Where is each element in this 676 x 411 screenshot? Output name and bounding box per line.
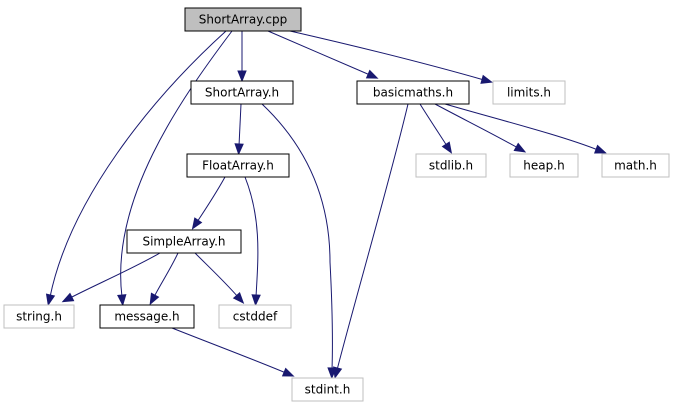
edge-simplearray-h-to-message-h <box>149 252 179 306</box>
node-floatarray-h[interactable]: FloatArray.h <box>186 153 290 178</box>
edge-shortarray-cpp-to-shortarray-h-arrowhead <box>237 70 247 83</box>
edge-simplearray-h-to-cstddef-arrowhead <box>232 291 245 304</box>
edge-floatarray-h-to-cstddef <box>244 176 261 307</box>
node-simplearray-h-box <box>126 229 242 254</box>
node-stdlib-h-label: stdlib.h <box>429 159 473 173</box>
node-stdlib-h[interactable]: stdlib.h <box>415 153 487 178</box>
node-string-h-box <box>3 304 75 329</box>
edge-shortarray-cpp-to-string-h <box>45 30 227 307</box>
node-cstddef-label: cstddef <box>233 310 278 324</box>
node-math-h-label: math.h <box>614 159 657 173</box>
edge-basicmaths-h-to-heap-h <box>434 103 527 153</box>
node-stdint-h-box <box>291 377 364 402</box>
node-cstddef[interactable]: cstddef <box>218 304 292 329</box>
edge-basicmaths-h-to-heap-h-line <box>434 103 519 149</box>
node-cstddef-box <box>218 304 292 329</box>
node-shortarray-h-box <box>190 80 294 105</box>
edge-floatarray-h-to-simplearray-h-arrowhead <box>191 217 203 230</box>
edge-basicmaths-h-to-stdlib-h-line <box>419 103 448 147</box>
edge-message-h-to-stdint-h-line <box>171 327 287 374</box>
edge-message-h-to-stdint-h <box>171 327 295 377</box>
edge-shortarray-cpp-to-limits-h-arrowhead <box>480 74 493 84</box>
edge-basicmaths-h-to-math-h <box>444 103 607 154</box>
edge-floatarray-h-to-simplearray-h-line <box>196 176 226 223</box>
edge-basicmaths-h-to-stdint-h <box>333 103 409 380</box>
edge-simplearray-h-to-message-h-arrowhead <box>149 292 160 306</box>
edge-basicmaths-h-to-math-h-arrowhead <box>593 144 607 154</box>
node-simplearray-h-label: SimpleArray.h <box>142 235 225 249</box>
edge-shortarray-h-to-stdint-h-line <box>261 103 333 371</box>
edge-shortarray-cpp-to-limits-h <box>289 30 493 84</box>
edge-shortarray-cpp-to-basicmaths-h-arrowhead <box>365 69 379 79</box>
edge-simplearray-h-to-string-h-line <box>69 252 161 299</box>
node-string-h[interactable]: string.h <box>3 304 75 329</box>
node-message-h[interactable]: message.h <box>99 304 195 329</box>
edge-basicmaths-h-to-stdlib-h-arrowhead <box>441 141 453 154</box>
node-message-h-box <box>99 304 195 329</box>
node-shortarray-cpp-label: ShortArray.cpp <box>199 13 287 27</box>
node-shortarray-h[interactable]: ShortArray.h <box>190 80 294 105</box>
edge-simplearray-h-to-cstddef-line <box>194 252 239 298</box>
node-shortarray-cpp-box <box>184 7 302 32</box>
edge-shortarray-h-to-floatarray-h-arrowhead <box>234 143 244 156</box>
edge-basicmaths-h-to-heap-h-arrowhead <box>513 142 527 153</box>
edges-layer <box>45 30 607 380</box>
node-heap-h[interactable]: heap.h <box>509 153 579 178</box>
edge-shortarray-cpp-to-basicmaths-h-line <box>267 30 371 76</box>
edge-simplearray-h-to-string-h <box>61 252 161 303</box>
edge-simplearray-h-to-cstddef <box>194 252 245 304</box>
node-floatarray-h-label: FloatArray.h <box>202 159 274 173</box>
edge-shortarray-h-to-floatarray-h <box>234 103 244 156</box>
edge-shortarray-h-to-floatarray-h-line <box>238 103 242 147</box>
node-heap-h-label: heap.h <box>523 159 564 173</box>
edge-shortarray-cpp-to-basicmaths-h <box>267 30 379 79</box>
node-math-h-box <box>601 153 670 178</box>
edge-floatarray-h-to-cstddef-arrowhead <box>251 294 261 307</box>
node-simplearray-h[interactable]: SimpleArray.h <box>126 229 242 254</box>
node-stdlib-h-box <box>415 153 487 178</box>
edge-shortarray-cpp-to-message-h <box>117 30 233 307</box>
node-shortarray-h-label: ShortArray.h <box>205 86 279 100</box>
node-math-h[interactable]: math.h <box>601 153 670 178</box>
edge-simplearray-h-to-message-h-line <box>153 252 179 298</box>
edge-basicmaths-h-to-stdlib-h <box>419 103 453 154</box>
edge-simplearray-h-to-string-h-arrowhead <box>61 292 75 303</box>
node-floatarray-h-box <box>186 153 290 178</box>
edge-basicmaths-h-to-stdint-h-line <box>336 103 409 371</box>
edge-basicmaths-h-to-math-h-line <box>444 103 599 151</box>
edge-shortarray-cpp-to-string-h-arrowhead <box>45 293 56 307</box>
node-limits-h-box <box>492 80 566 105</box>
edge-floatarray-h-to-simplearray-h <box>191 176 226 230</box>
edge-shortarray-cpp-to-limits-h-line <box>289 30 485 81</box>
node-limits-h-label: limits.h <box>507 86 551 100</box>
node-basicmaths-h-box <box>356 80 470 105</box>
node-stdint-h[interactable]: stdint.h <box>291 377 364 402</box>
node-basicmaths-h[interactable]: basicmaths.h <box>356 80 470 105</box>
node-shortarray-cpp[interactable]: ShortArray.cpp <box>184 7 302 32</box>
edge-shortarray-h-to-stdint-h <box>261 103 337 380</box>
node-limits-h[interactable]: limits.h <box>492 80 566 105</box>
edge-shortarray-cpp-to-shortarray-h <box>237 31 247 83</box>
node-stdint-h-label: stdint.h <box>305 383 351 397</box>
edge-floatarray-h-to-cstddef-line <box>244 176 259 298</box>
node-heap-h-box <box>509 153 579 178</box>
edge-shortarray-cpp-to-message-h-arrowhead <box>117 294 127 307</box>
edge-shortarray-cpp-to-string-h-line <box>49 30 227 298</box>
node-basicmaths-h-label: basicmaths.h <box>373 86 453 100</box>
edge-basicmaths-h-to-stdint-h-arrowhead <box>333 366 343 380</box>
node-string-h-label: string.h <box>16 310 62 324</box>
edge-message-h-to-stdint-h-arrowhead <box>281 367 295 377</box>
node-message-h-label: message.h <box>114 310 179 324</box>
edge-shortarray-cpp-to-message-h-line <box>120 30 233 298</box>
